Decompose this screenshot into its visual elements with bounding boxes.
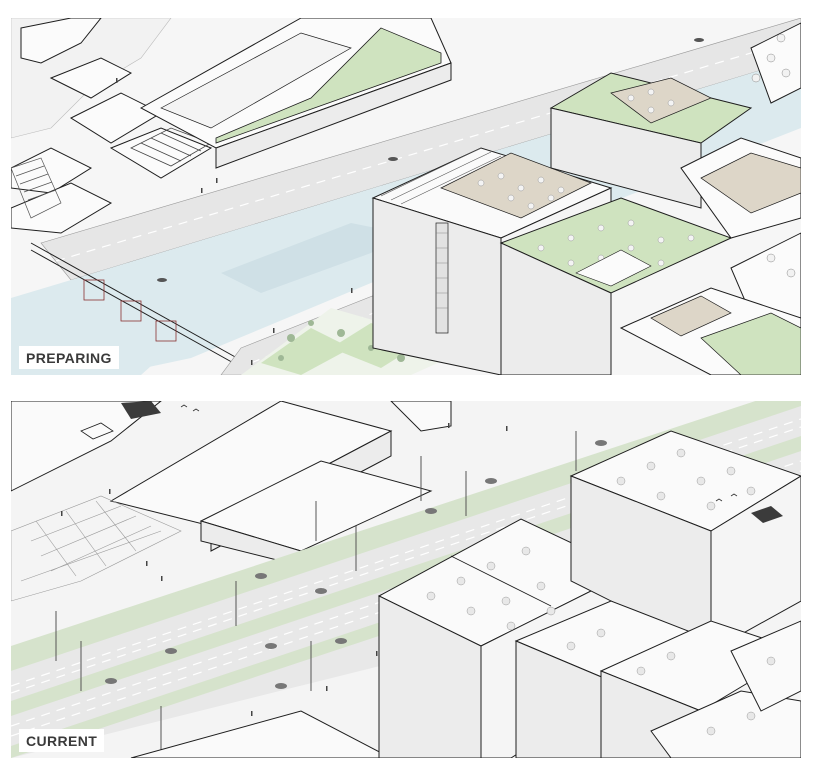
cars	[105, 440, 607, 689]
preparing-label: PREPARING	[19, 346, 119, 369]
upper-left-district	[11, 18, 213, 234]
current-panel: CURRENT	[11, 401, 801, 758]
parking-lot	[11, 495, 182, 602]
left-stair-structure	[11, 157, 62, 219]
people	[61, 423, 508, 716]
green-roof-building-top	[139, 18, 452, 169]
green-terrace	[499, 197, 733, 375]
current-illustration	[11, 401, 801, 758]
lower-right-blocks	[514, 600, 801, 758]
birds	[180, 404, 738, 502]
people	[116, 78, 353, 365]
street-lamps	[55, 431, 577, 751]
large-block-upper-right	[569, 430, 801, 652]
preparing-panel: PREPARING	[11, 18, 801, 375]
boats	[157, 38, 704, 282]
bottom-left-building	[130, 710, 392, 758]
right-building-cluster	[619, 22, 801, 375]
green-roof-building-right	[549, 72, 753, 209]
crate	[80, 422, 114, 440]
roof-pods-right	[751, 33, 796, 278]
pedestrian-bridge	[30, 242, 247, 371]
upper-left-blocks	[11, 401, 452, 567]
preparing-illustration	[11, 18, 801, 375]
current-label: CURRENT	[19, 729, 105, 752]
rooftop-box	[121, 401, 161, 419]
rooftop-dark-unit	[751, 506, 783, 523]
